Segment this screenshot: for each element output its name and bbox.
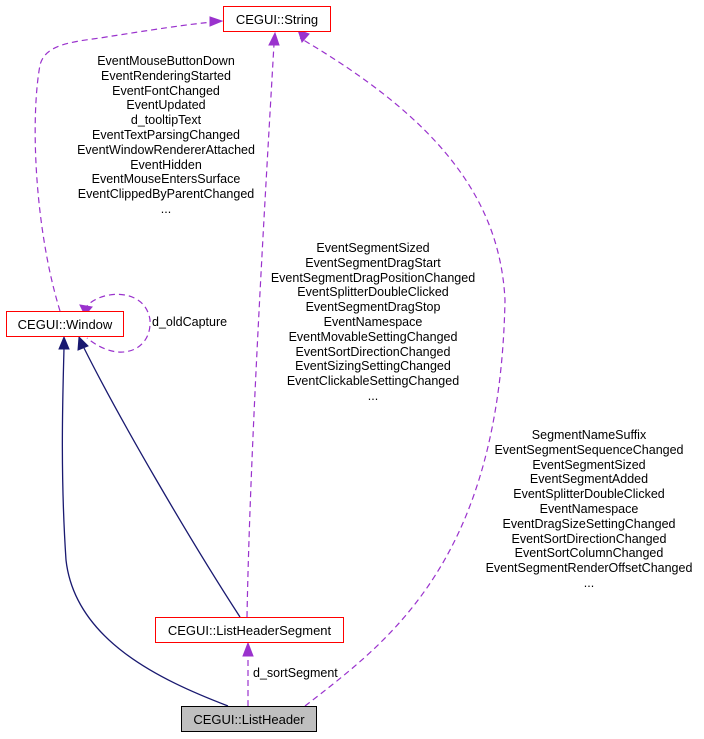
node-cegui-window[interactable]: CEGUI::Window <box>6 311 124 337</box>
label-line: EventSortDirectionChanged <box>511 531 667 546</box>
label-line: EventSegmentDragStart <box>305 255 441 270</box>
arrowhead-segment-window <box>77 335 89 351</box>
edge-listheader-inherits-window <box>61 347 229 707</box>
node-cegui-listheadersegment[interactable]: CEGUI::ListHeaderSegment <box>155 617 344 643</box>
label-line: EventSegmentAdded <box>529 472 649 487</box>
label-line: d_tooltipText <box>130 113 202 128</box>
edge-label-listheader-string: SegmentNameSuffix EventSegmentSequenceCh… <box>469 428 704 591</box>
label-line: EventNamespace <box>323 314 423 329</box>
node-cegui-listheader: CEGUI::ListHeader <box>181 706 317 732</box>
edge-segment-inherits-window <box>83 347 241 618</box>
label-line: EventHidden <box>130 157 202 172</box>
label-line: EventSegmentDragPositionChanged <box>270 270 476 285</box>
label-line: EventSortColumnChanged <box>514 546 664 561</box>
arrowhead-window-string <box>209 16 224 27</box>
label-line: EventDragSizeSettingChanged <box>502 516 676 531</box>
label-line: EventSegmentSequenceChanged <box>494 442 684 457</box>
node-cegui-string[interactable]: CEGUI::String <box>223 6 331 32</box>
label-line: EventSegmentDragStop <box>305 300 441 315</box>
edge-segment-uses-string <box>246 43 275 618</box>
arrowhead-listheader-window <box>58 335 70 350</box>
label-line: ... <box>367 388 379 403</box>
arrowhead-listheader-segment <box>242 641 254 657</box>
label-line: SegmentNameSuffix <box>531 428 647 442</box>
edge-label-segment-string: EventSegmentSized EventSegmentDragStart … <box>253 241 493 404</box>
label-line: EventSizingSettingChanged <box>295 359 451 374</box>
edge-label-window-self: d_oldCapture <box>152 315 228 329</box>
edge-label-window-string: EventMouseButtonDown EventRenderingStart… <box>51 54 281 217</box>
arrowhead-listheader-string <box>297 29 310 43</box>
label-line: EventRenderingStarted <box>101 68 231 83</box>
label-line: ... <box>583 575 595 590</box>
label-line: ... <box>160 201 172 216</box>
label-line: EventSegmentSized <box>532 457 646 472</box>
label-line: EventSplitterDoubleClicked <box>297 285 449 300</box>
label-line: EventWindowRendererAttached <box>77 142 255 157</box>
label-line: EventSplitterDoubleClicked <box>513 487 665 502</box>
edge-window-uses-string <box>34 21 214 312</box>
label-line: EventFontChanged <box>112 83 220 98</box>
label-line: EventClippedByParentChanged <box>77 187 255 202</box>
label-line: EventMouseButtonDown <box>97 54 235 68</box>
label-line: EventClickableSettingChanged <box>286 374 460 389</box>
edge-window-self-loop <box>83 293 151 353</box>
arrowhead-segment-string <box>268 31 280 46</box>
label-line: EventUpdated <box>126 98 206 113</box>
label-line: EventTextParsingChanged <box>91 127 240 142</box>
edge-label-listheader-segment: d_sortSegment <box>253 666 338 680</box>
label-line: EventMouseEntersSurface <box>91 172 241 187</box>
label-line: EventMovableSettingChanged <box>288 329 458 344</box>
label-line: EventSegmentSized <box>316 241 430 255</box>
label-line: EventSegmentRenderOffsetChanged <box>485 561 693 576</box>
label-line: EventSortDirectionChanged <box>295 344 451 359</box>
label-line: EventNamespace <box>539 501 639 516</box>
edge-listheader-uses-string <box>299 37 506 707</box>
